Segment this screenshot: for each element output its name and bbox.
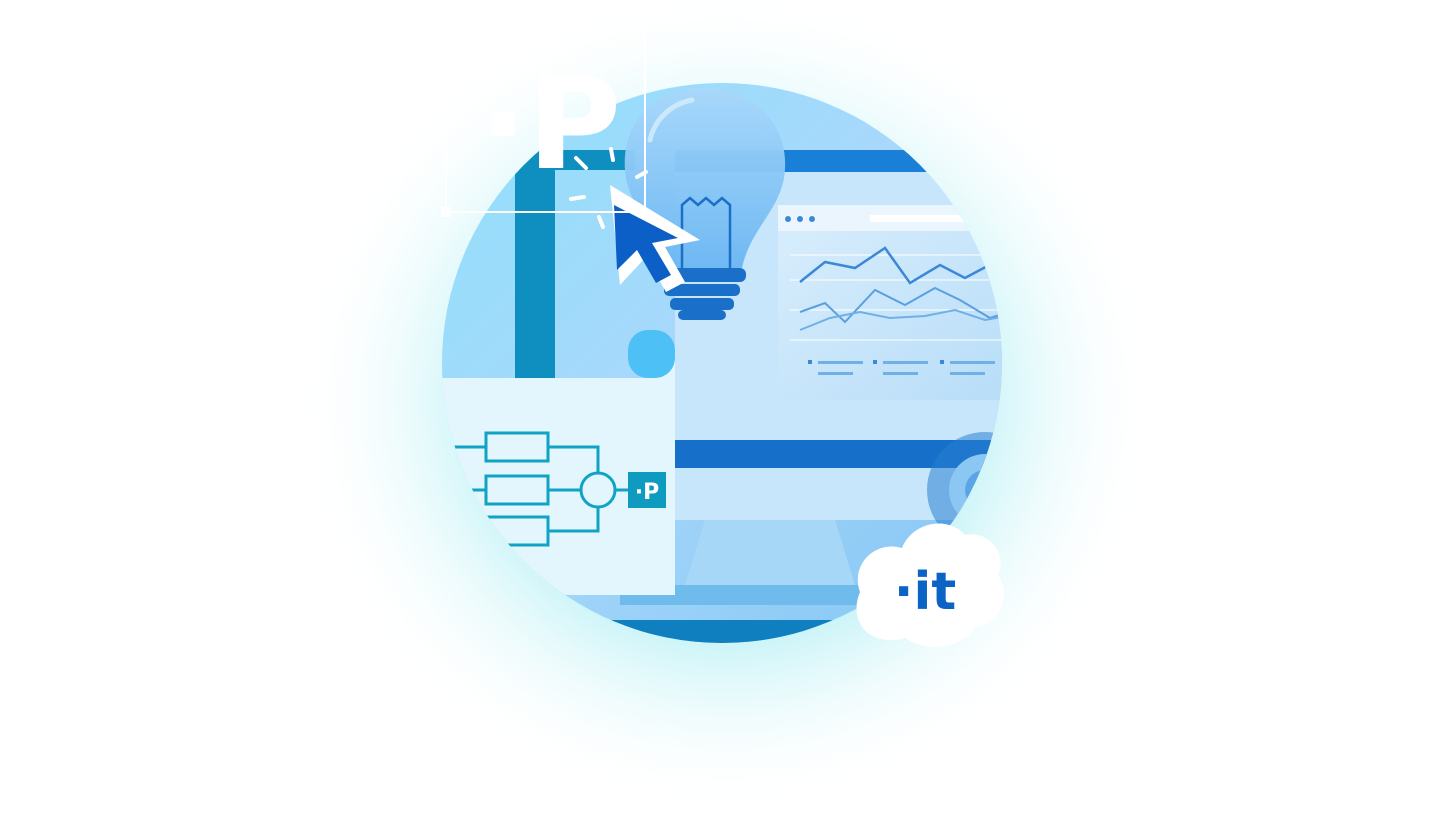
selection-guides	[441, 20, 646, 217]
brand-logo-p-text: ·P	[479, 50, 621, 199]
flow-badge	[628, 472, 666, 508]
monitor-back	[515, 150, 555, 390]
cloud-badge-text: ·it	[894, 562, 956, 622]
line-chart-icon	[778, 205, 1002, 400]
flow-badge-text: ·P	[635, 480, 659, 505]
cloud-icon: ·it	[856, 523, 1004, 647]
brand-logo-p: ·P	[479, 50, 621, 199]
